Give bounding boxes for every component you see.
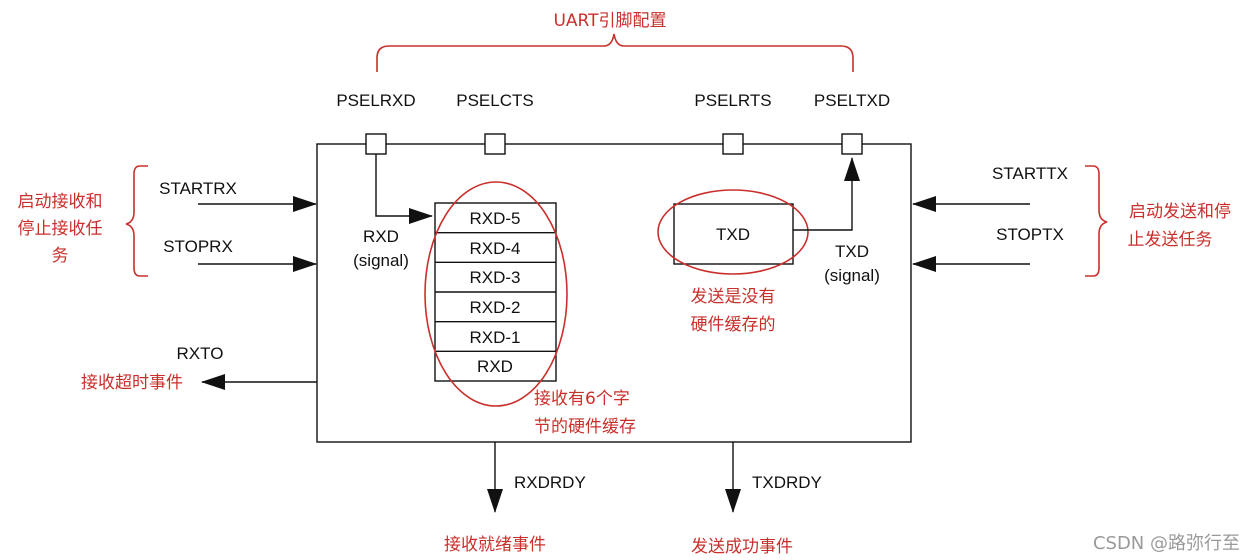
- rx-buffer-cell: RXD-5: [469, 209, 520, 228]
- rx-buffer: RXD-5 RXD-4 RXD-3 RXD-2 RXD-1 RXD: [434, 202, 557, 382]
- pin-label-pselcts: PSELCTS: [456, 91, 533, 110]
- rx-buffer-note: 节的硬件缓存: [534, 417, 636, 437]
- tx-note: 硬件缓存的: [691, 315, 776, 335]
- pin-pselcts: [484, 133, 506, 155]
- title-brace: [376, 33, 854, 72]
- rxd-signal-sublabel: (signal): [353, 251, 409, 270]
- pin-label-pseltxd: PSELTXD: [814, 91, 890, 110]
- title: UART引脚配置: [553, 11, 666, 31]
- uart-module-box: [316, 143, 912, 443]
- rxd-signal-label: RXD: [363, 227, 399, 246]
- txd-signal-sublabel: (signal): [824, 266, 880, 285]
- rx-buffer-cell: RXD-4: [469, 239, 520, 258]
- event-rxto-note: 接收超时事件: [81, 373, 183, 393]
- event-txdrdy-label: TXDRDY: [752, 473, 822, 492]
- right-task-note: 启动发送和停: [1129, 202, 1231, 222]
- event-rxto-label: RXTO: [177, 344, 224, 363]
- left-task-note: 停止接收任: [18, 219, 103, 239]
- left-task-brace: [125, 165, 148, 277]
- rx-buffer-cell: RXD-3: [469, 268, 520, 287]
- task-startrx-label: STARTRX: [159, 179, 237, 198]
- rx-buffer-cell: RXD-2: [469, 298, 520, 317]
- rxd-signal-line: [375, 154, 433, 224]
- rx-buffer-cell: RXD-1: [469, 328, 520, 347]
- left-task-note: 启动接收和: [18, 192, 103, 212]
- rx-buffer-note: 接收有6个字: [534, 389, 630, 409]
- event-txdrdy-note: 发送成功事件: [691, 537, 793, 557]
- task-stoptx-label: STOPTX: [996, 225, 1064, 244]
- right-task-brace: [1085, 165, 1108, 277]
- rx-buffer-cell: RXD: [477, 357, 513, 376]
- rx-buffer-highlight: [424, 181, 568, 407]
- left-task-note: 务: [52, 246, 69, 266]
- txd-highlight: [657, 189, 809, 275]
- right-task-note: 止发送任务: [1128, 230, 1213, 250]
- txd-signal-label: TXD: [835, 242, 869, 261]
- pin-pselrxd: [365, 133, 387, 155]
- event-rxdrdy-note: 接收就绪事件: [444, 535, 546, 555]
- task-stoprx-label: STOPRX: [163, 237, 233, 256]
- tx-note: 发送是没有: [691, 287, 776, 307]
- txd-box-label: TXD: [716, 225, 750, 244]
- txd-box: [673, 203, 794, 265]
- pin-pselrts: [722, 133, 744, 155]
- task-starttx-label: STARTTX: [992, 164, 1068, 183]
- pin-pseltxd: [841, 133, 863, 155]
- pin-label-pselrxd: PSELRXD: [336, 91, 415, 110]
- txd-signal-line: [793, 157, 860, 231]
- pin-label-pselrts: PSELRTS: [694, 91, 771, 110]
- event-rxdrdy-label: RXDRDY: [514, 473, 586, 492]
- watermark: CSDN @路弥行至: [1093, 533, 1240, 554]
